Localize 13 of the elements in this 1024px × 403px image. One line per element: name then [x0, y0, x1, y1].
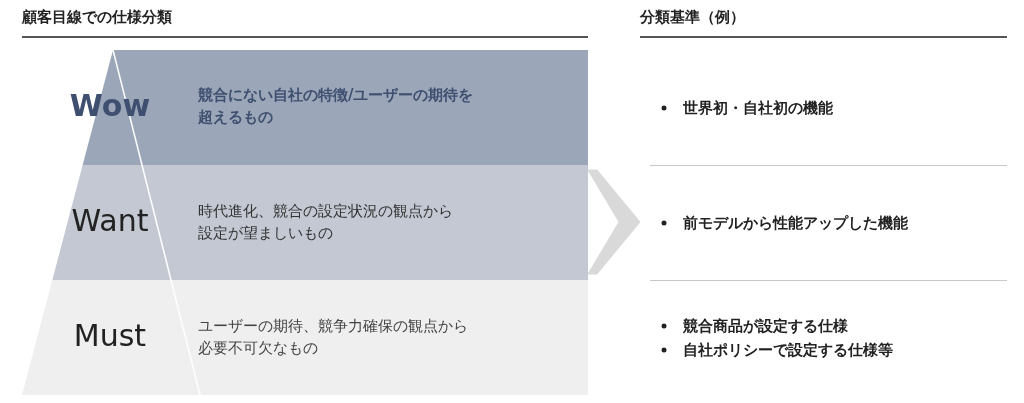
level-label: Want — [70, 203, 150, 238]
description: ユーザーの期待、競争力確保の観点から必要不可欠なもの — [198, 316, 469, 359]
description: 時代進化、競合の設定状況の観点から設定が望ましいもの — [198, 201, 454, 244]
criterion-text: 自社ポリシーで設定する仕様等 — [683, 340, 893, 359]
heading: 分類基準（例） — [640, 8, 745, 27]
pyramid-band — [22, 280, 588, 395]
chevron-arrow — [587, 169, 641, 275]
criterion-text: 前モデルから性能アップした機能 — [683, 213, 908, 232]
level-label: Must — [72, 318, 148, 353]
description: 競合にない自社の特徴/ユーザーの期待を超えるもの — [198, 85, 475, 128]
criterion-text: 世界初・自社初の機能 — [683, 98, 833, 117]
criterion-text: 競合商品が設定する仕様 — [683, 316, 848, 335]
heading: 顧客目線での仕様分類 — [22, 8, 172, 27]
